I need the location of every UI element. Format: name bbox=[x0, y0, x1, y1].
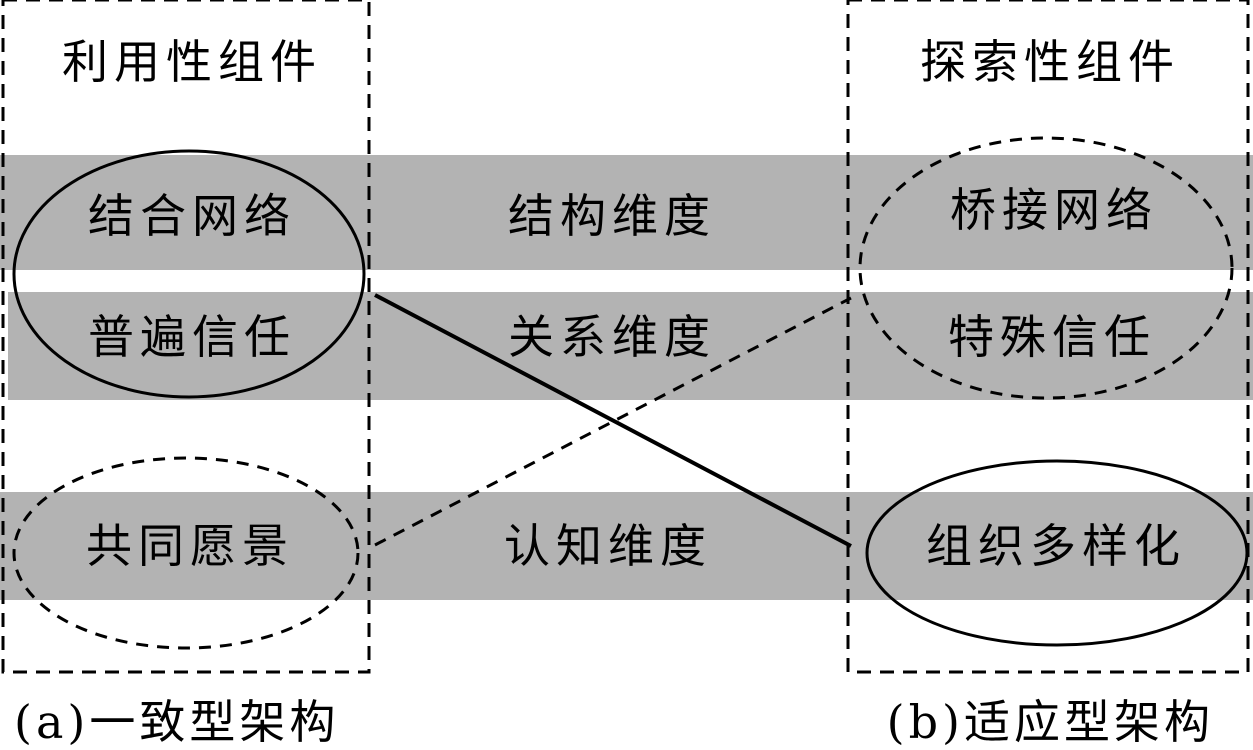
right-panel-box bbox=[846, 0, 1250, 674]
left-panel-box bbox=[1, 0, 371, 674]
left-solid-ellipse bbox=[12, 149, 366, 399]
band-structural bbox=[0, 155, 1253, 270]
left-caption: (a)一致型架构 bbox=[14, 695, 339, 749]
right-item-bridging-network: 桥接网络 bbox=[950, 183, 1158, 237]
dimension-cognitive: 认知维度 bbox=[504, 519, 712, 573]
left-item-bonding-network: 结合网络 bbox=[88, 189, 296, 243]
band-cognitive bbox=[0, 492, 1253, 600]
solid-link-line bbox=[374, 293, 852, 548]
left-item-general-trust: 普遍信任 bbox=[88, 310, 296, 364]
right-solid-ellipse bbox=[865, 459, 1249, 647]
left-dashed-ellipse bbox=[12, 456, 360, 650]
dimension-structural: 结构维度 bbox=[508, 189, 716, 243]
dashed-link-line bbox=[374, 296, 852, 547]
dimension-relational: 关系维度 bbox=[508, 310, 716, 364]
right-item-org-diversity: 组织多样化 bbox=[926, 519, 1186, 573]
band-relational bbox=[8, 292, 1253, 400]
right-caption: (b)适应型架构 bbox=[887, 695, 1214, 749]
right-item-particular-trust: 特殊信任 bbox=[948, 310, 1156, 364]
right-panel-title: 探索性组件 bbox=[920, 35, 1180, 89]
left-item-shared-vision: 共同愿景 bbox=[86, 519, 294, 573]
left-panel-title: 利用性组件 bbox=[62, 35, 322, 89]
right-dashed-ellipse bbox=[858, 136, 1234, 400]
